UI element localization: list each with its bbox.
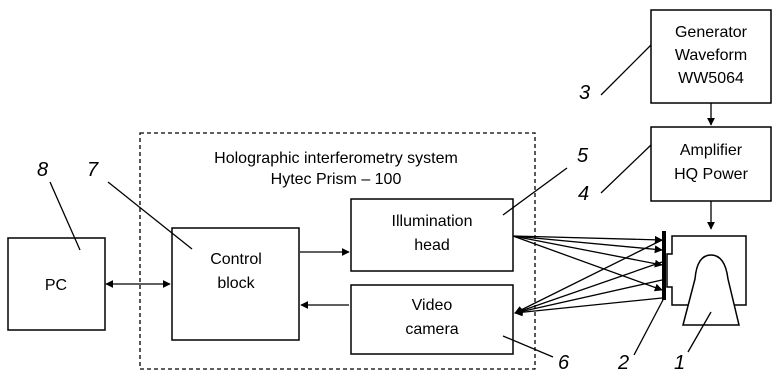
ref-number-6: 6 <box>558 352 570 371</box>
system-subtitle: Hytec Prism – 100 <box>271 171 402 188</box>
ref-number-4: 4 <box>578 183 589 205</box>
camera-label-line2: camera <box>405 321 458 338</box>
illumination-label-line2: head <box>414 237 450 254</box>
ref-number-2: 2 <box>617 352 629 371</box>
system-title: Holographic interferometry system <box>214 150 458 167</box>
pc-label: PC <box>45 277 67 294</box>
control-label-line1: Control <box>210 251 262 268</box>
ref-number-5: 5 <box>577 145 589 167</box>
generator-block <box>650 9 772 104</box>
object-specimen <box>682 254 740 326</box>
camera-label-line1: Video <box>412 297 453 314</box>
ref-number-7: 7 <box>87 159 99 181</box>
ray-camera-3 <box>514 279 663 316</box>
ref-number-1: 1 <box>674 352 685 371</box>
leader-5 <box>502 167 568 216</box>
generator-label-line3: WW5064 <box>678 70 744 87</box>
ray-camera-4 <box>514 297 663 317</box>
leader-3 <box>600 44 652 96</box>
control-label-line2: block <box>217 275 255 292</box>
ref-number-3: 3 <box>579 82 590 104</box>
control-block <box>171 227 300 341</box>
illumination-head-block <box>350 198 514 272</box>
leader-6 <box>502 335 554 358</box>
illumination-label-line1: Illumination <box>392 213 473 230</box>
pc-block <box>7 237 106 331</box>
leader-4 <box>600 144 652 194</box>
ray-illumination-2 <box>512 235 663 268</box>
ray-illumination-4 <box>512 235 663 254</box>
ray-camera-2 <box>514 261 663 315</box>
leader-7 <box>107 181 193 250</box>
generator-label-line2: Waveform <box>675 47 747 64</box>
amplifier-block <box>650 126 772 202</box>
ray-illumination-3 <box>512 235 663 292</box>
ray-illumination-1 <box>512 235 663 244</box>
ray-camera-1 <box>514 239 663 314</box>
ref-number-8: 8 <box>37 159 48 181</box>
amplifier-label-line1: Amplifier <box>680 142 743 159</box>
leader-8 <box>49 181 81 251</box>
system-enclosure <box>139 132 536 370</box>
leader-2 <box>633 297 665 356</box>
amplifier-label-line2: HQ Power <box>674 166 748 183</box>
video-camera-block <box>350 284 514 355</box>
leader-1 <box>687 311 712 353</box>
generator-label-line1: Generator <box>675 24 748 41</box>
